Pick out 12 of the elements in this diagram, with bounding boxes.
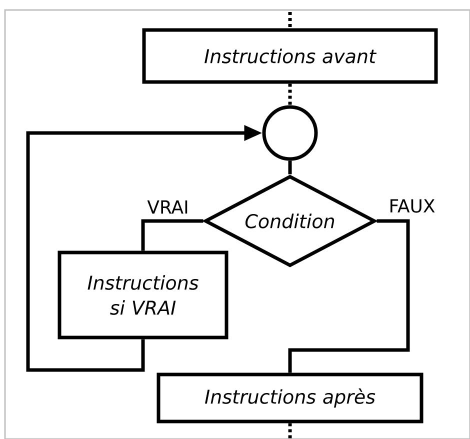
junction-circle bbox=[262, 105, 318, 161]
connector-line bbox=[288, 160, 292, 174]
edge-label: FAUX bbox=[388, 198, 436, 214]
connector-line bbox=[288, 219, 410, 373]
process-box: Instructions si VRAI bbox=[58, 250, 228, 340]
connector-line bbox=[288, 423, 292, 439]
connector-line bbox=[288, 84, 292, 106]
process-box: Instructions avant bbox=[142, 28, 438, 84]
process-box: Instructions après bbox=[156, 372, 424, 424]
connector-line bbox=[141, 219, 204, 251]
edge-label: VRAI bbox=[146, 199, 190, 215]
connector-line bbox=[288, 12, 292, 28]
